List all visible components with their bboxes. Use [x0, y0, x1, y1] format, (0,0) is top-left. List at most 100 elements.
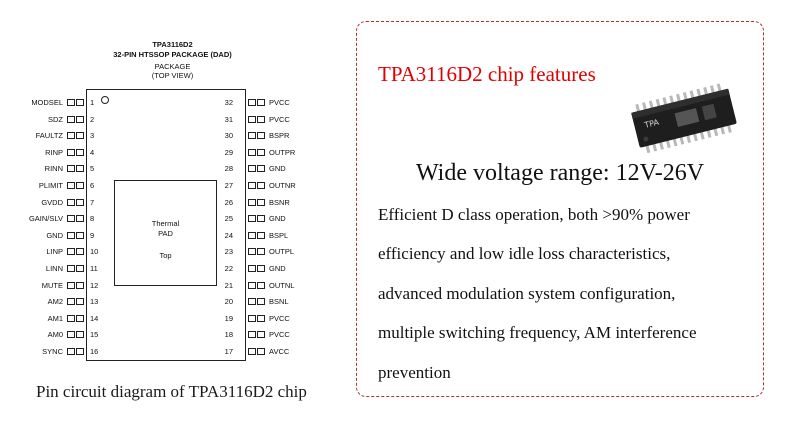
pin-number-label: 27	[224, 181, 233, 190]
pin-box	[248, 298, 256, 306]
diagram-caption: Pin circuit diagram of TPA3116D2 chip	[36, 382, 307, 401]
view-label: (TOP VIEW)	[151, 71, 194, 80]
feature-line: efficiency and low idle loss characteris…	[378, 244, 671, 263]
pin-box	[67, 298, 75, 306]
pin-box	[67, 314, 75, 322]
pin-box	[248, 265, 256, 272]
feature-line: prevention	[378, 363, 451, 382]
pin-box	[76, 182, 84, 189]
pin-number-label: 26	[224, 197, 233, 207]
pin-box	[257, 314, 265, 322]
pin-box	[248, 248, 256, 256]
pin-box	[257, 165, 265, 173]
pin-number-label: 2	[90, 114, 95, 124]
pin-box	[257, 281, 265, 289]
pin-box	[248, 281, 256, 289]
pin-box	[67, 281, 75, 289]
pin-name-label: GAIN/SLV	[28, 214, 63, 224]
pin-box	[257, 148, 265, 156]
pin-box	[67, 198, 75, 206]
pin-number-label: 24	[224, 230, 233, 240]
pin-number-label: 6	[90, 181, 95, 190]
thermal-pad-label: Top	[159, 251, 172, 260]
pin-box	[257, 182, 265, 189]
pin-number-label: 4	[90, 147, 95, 157]
pin-box	[76, 331, 84, 339]
pin-name-label: BSNR	[269, 197, 290, 207]
pin-box	[257, 215, 265, 223]
pin-number-label: 12	[90, 280, 99, 290]
pin-number-label: 21	[224, 280, 233, 290]
pin-box	[67, 165, 75, 173]
pin-box	[248, 348, 256, 355]
pin-number-label: 17	[224, 347, 233, 356]
feature-line: multiple switching frequency, AM interfe…	[378, 323, 697, 342]
pin-box	[67, 215, 75, 223]
pin-name-label: OUTNL	[269, 280, 295, 290]
pin-box	[67, 248, 75, 256]
pin-number-label: 8	[90, 214, 95, 224]
features-title: TPA3116D2 chip features	[378, 62, 596, 86]
pin-name-label: SDZ	[48, 114, 63, 124]
pin-box	[257, 99, 265, 106]
pin-number-label: 7	[90, 197, 95, 207]
pin-box	[257, 298, 265, 306]
pin-number-label: 11	[90, 264, 98, 273]
pin-number-label: 13	[90, 297, 99, 307]
pin-name-label: AM2	[47, 297, 63, 307]
pin-number-label: 5	[90, 164, 95, 174]
pin-number-label: 20	[224, 297, 233, 307]
pin-number-label: 14	[90, 313, 99, 323]
pin-box	[257, 132, 265, 140]
pin-name-label: LINN	[45, 264, 63, 273]
pin-box	[248, 231, 256, 239]
pin-number-label: 10	[90, 247, 99, 257]
pin-name-label: MODSEL	[31, 98, 63, 107]
pin-box	[67, 265, 75, 272]
package-label: PACKAGE	[154, 62, 191, 71]
pin-number-label: 19	[224, 313, 233, 323]
part-number-label: TPA3116D2	[152, 40, 193, 49]
pinout-diagram: TPA3116D2 32-PIN HTSSOP PACKAGE (DAD) PA…	[0, 0, 345, 426]
pin-name-label: PVCC	[269, 114, 290, 124]
pin-box	[257, 231, 265, 239]
pin-box	[76, 99, 84, 106]
pin-name-label: OUTNR	[269, 181, 296, 190]
pin-number-label: 29	[224, 147, 233, 157]
pin-box	[76, 165, 84, 173]
pin-box	[76, 148, 84, 156]
thermal-pad-label: PAD	[158, 229, 173, 238]
pin-box	[76, 231, 84, 239]
pin-name-label: RINP	[45, 147, 63, 157]
pin-box	[67, 231, 75, 239]
pin-box	[76, 215, 84, 223]
voltage-heading: Wide voltage range: 12V-26V	[415, 160, 705, 186]
pin-name-label: BSNL	[269, 297, 289, 307]
pin-box	[248, 148, 256, 156]
pin-name-label: FAULTZ	[35, 131, 63, 141]
pin-box	[76, 115, 84, 123]
pin-name-label: PLIMIT	[38, 181, 63, 190]
pin-box	[76, 281, 84, 289]
pin-name-label: AVCC	[269, 347, 290, 356]
pin-box	[67, 348, 75, 355]
pin-number-label: 3	[90, 131, 95, 141]
pin-box	[76, 265, 84, 272]
pin-box	[257, 198, 265, 206]
pin-name-label: LINP	[46, 247, 63, 257]
pin-box	[248, 99, 256, 106]
pin-number-label: 18	[224, 330, 233, 340]
pin-number-label: 25	[224, 214, 233, 224]
chip-outline	[86, 89, 246, 361]
pin-number-label: 31	[224, 114, 233, 124]
pin-box	[257, 115, 265, 123]
pin-box	[248, 198, 256, 206]
pin-number-label: 28	[224, 164, 233, 174]
pin-box	[248, 165, 256, 173]
pin-name-label: PVCC	[269, 313, 290, 323]
pin-name-label: BSPR	[269, 131, 290, 141]
pin-box	[67, 331, 75, 339]
pin-box	[67, 115, 75, 123]
pin-box	[248, 331, 256, 339]
pin-box	[257, 265, 265, 272]
